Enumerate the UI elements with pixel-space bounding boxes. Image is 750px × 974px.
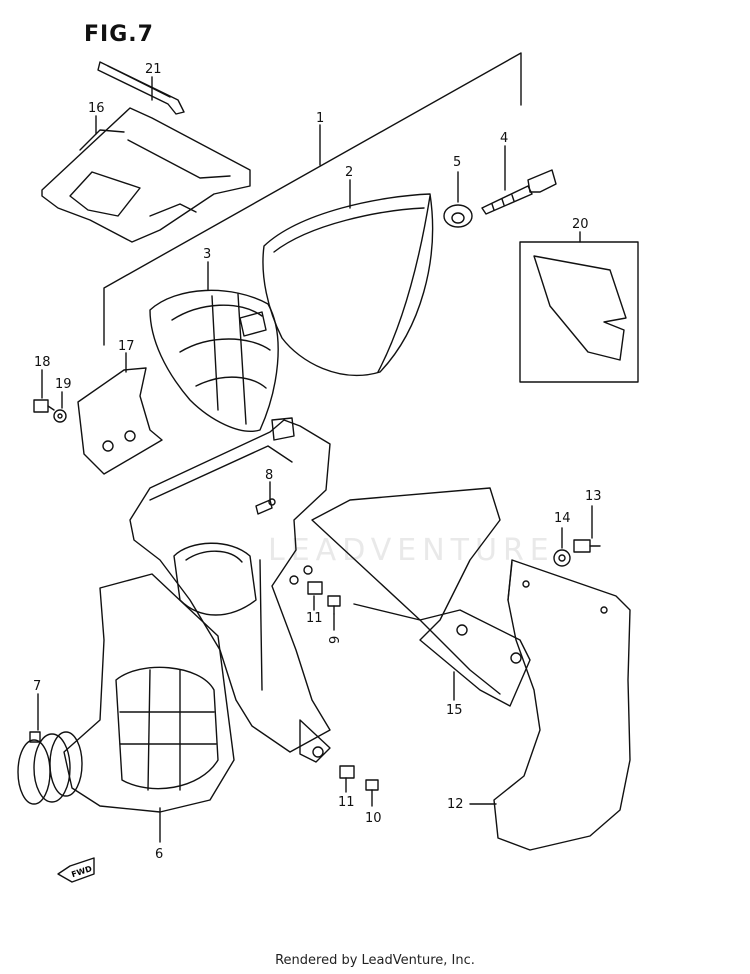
part-air-filter-element bbox=[262, 193, 434, 377]
callout-6: 6 bbox=[155, 847, 163, 862]
part-intake-funnel-6 bbox=[63, 573, 235, 813]
callout-3: 3 bbox=[203, 247, 211, 262]
callout-18: 18 bbox=[34, 355, 51, 370]
callout-16: 16 bbox=[88, 101, 105, 116]
part-bolt-13 bbox=[573, 539, 601, 553]
part-bolt-10 bbox=[365, 779, 379, 807]
callout-11-upper: 11 bbox=[306, 611, 323, 626]
callout-7: 7 bbox=[33, 679, 41, 694]
part-intake-boot-12 bbox=[493, 559, 631, 851]
part-air-cleaner-case bbox=[129, 417, 331, 763]
part-cover-plate bbox=[41, 107, 251, 243]
assembly-bracket-line bbox=[103, 52, 522, 346]
callout-1: 1 bbox=[316, 111, 324, 126]
part-side-duct-15 bbox=[311, 487, 531, 707]
part-decal-20 bbox=[519, 241, 639, 383]
callout-20: 20 bbox=[572, 217, 589, 232]
callout-8: 8 bbox=[265, 468, 273, 483]
part-hose-clamp-7 bbox=[17, 731, 83, 805]
part-bolt-9 bbox=[327, 595, 341, 615]
part-screw-8 bbox=[255, 498, 276, 515]
watermark-text: LEADVENTURE bbox=[268, 533, 555, 568]
part-wing-bolt bbox=[481, 169, 557, 215]
callout-10: 10 bbox=[365, 811, 382, 826]
callout-17: 17 bbox=[118, 339, 135, 354]
part-washer-5 bbox=[443, 204, 473, 228]
callout-19: 19 bbox=[55, 377, 72, 392]
callout-21: 21 bbox=[145, 62, 162, 77]
callout-4: 4 bbox=[500, 131, 508, 146]
part-cable-tie bbox=[97, 61, 185, 115]
part-grommet-11-upper bbox=[307, 581, 323, 595]
part-filter-cage bbox=[149, 289, 279, 432]
callout-9: 9 bbox=[328, 636, 343, 644]
figure-title: FIG.7 bbox=[84, 22, 154, 47]
part-washer-14 bbox=[553, 549, 571, 567]
callout-2: 2 bbox=[345, 165, 353, 180]
part-grommet-11-lower bbox=[339, 765, 355, 779]
callout-11-lower: 11 bbox=[338, 795, 355, 810]
forward-direction-arrow bbox=[57, 857, 95, 883]
part-washer-19 bbox=[53, 409, 67, 423]
callout-12: 12 bbox=[447, 797, 464, 812]
part-bolt-18 bbox=[33, 399, 55, 413]
callout-13: 13 bbox=[585, 489, 602, 504]
callout-14: 14 bbox=[554, 511, 571, 526]
part-bracket-17 bbox=[77, 367, 163, 475]
footer-credit: Rendered by LeadVenture, Inc. bbox=[275, 953, 475, 968]
callout-15: 15 bbox=[446, 703, 463, 718]
callout-5: 5 bbox=[453, 155, 461, 170]
